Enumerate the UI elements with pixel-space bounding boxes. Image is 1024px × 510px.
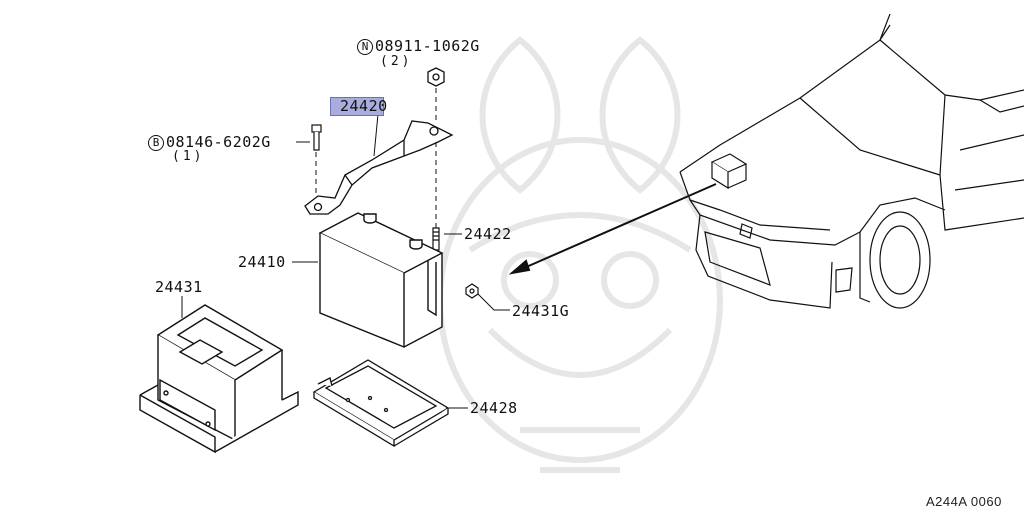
location-arrow — [508, 183, 717, 275]
part-label-24428[interactable]: 24428 — [470, 399, 518, 417]
battery-part — [318, 212, 444, 349]
battery-cover-part — [139, 304, 299, 454]
leader-lines — [181, 113, 510, 409]
prefix-badge-n: N — [357, 39, 373, 55]
car-battery-location — [710, 153, 748, 190]
part-label-24431[interactable]: 24431 — [155, 278, 203, 296]
prefix-badge-b: B — [148, 135, 164, 151]
assembly-lines — [315, 88, 437, 228]
part-label-24431g[interactable]: 24431G — [512, 302, 570, 320]
bracket-part — [304, 120, 454, 215]
nut-part — [427, 67, 445, 87]
nut-number: 08911-1062G — [375, 37, 480, 55]
part-label-24420[interactable]: 24420 — [340, 97, 388, 115]
bolt-number: 08146-6202G — [166, 133, 271, 151]
small-bolt-part — [465, 283, 479, 299]
part-label-24410[interactable]: 24410 — [238, 253, 286, 271]
rod-part — [432, 227, 440, 251]
bolt-part — [311, 124, 322, 151]
nut-quantity: (2) — [380, 54, 413, 69]
battery-tray-part — [312, 359, 450, 448]
highlight-box — [330, 97, 384, 116]
bolt-quantity: (1) — [172, 149, 205, 164]
car-illustration — [679, 13, 1024, 309]
figure-id: A244A 0060 — [926, 494, 1002, 509]
part-label-24422[interactable]: 24422 — [464, 225, 512, 243]
